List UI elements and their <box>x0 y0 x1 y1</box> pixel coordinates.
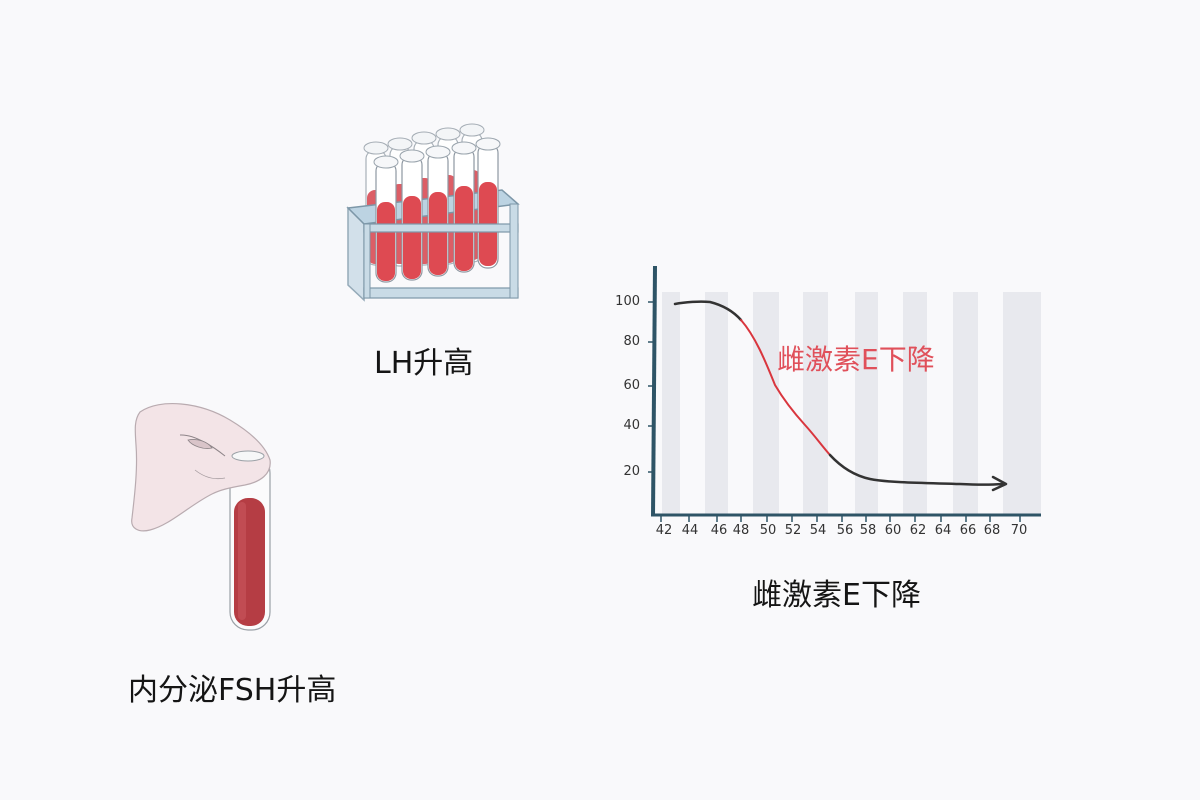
test-tube-rack-icon <box>346 123 520 302</box>
hand-holding-test-tube-illustration <box>120 390 290 640</box>
x-tick-label: 44 <box>681 523 699 538</box>
x-tick-label: 66 <box>959 523 977 538</box>
test-tube-rack-illustration <box>340 120 530 310</box>
x-tick-label: 62 <box>909 523 927 538</box>
lh-caption: LH升高 <box>374 346 474 381</box>
x-tick-label: 42 <box>655 523 673 538</box>
chart-band <box>855 292 878 514</box>
x-tick-label: 56 <box>836 523 854 538</box>
x-tick-label: 70 <box>1010 523 1028 538</box>
chart-band <box>753 292 779 514</box>
hand-test-tube-icon <box>131 402 271 631</box>
chart-band <box>1003 292 1041 514</box>
x-tick-label: 60 <box>884 523 902 538</box>
x-tick-label: 58 <box>859 523 877 538</box>
x-tick-label: 46 <box>710 523 728 538</box>
y-tick-label: 100 <box>615 294 640 309</box>
estrogen-caption: 雌激素E下降 <box>752 578 921 613</box>
fsh-caption: 内分泌FSH升高 <box>128 673 337 708</box>
chart-annotation: 雌激素E下降 <box>777 343 935 376</box>
x-tick-label: 54 <box>809 523 827 538</box>
y-tick-label: 20 <box>623 464 640 479</box>
chart-band <box>953 292 978 514</box>
x-tick-label: 64 <box>934 523 952 538</box>
x-tick-label: 52 <box>784 523 802 538</box>
arrow-head-icon <box>991 475 1008 492</box>
x-tick-label: 48 <box>732 523 750 538</box>
chart-band <box>803 292 828 514</box>
y-tick-label: 80 <box>623 334 640 349</box>
y-tick-label: 40 <box>623 418 640 433</box>
y-axis <box>651 265 657 517</box>
chart-band <box>662 292 680 514</box>
y-tick-label: 60 <box>623 378 640 393</box>
x-tick-label: 50 <box>759 523 777 538</box>
chart-band <box>705 292 728 514</box>
x-tick-label: 68 <box>983 523 1001 538</box>
chart-band <box>903 292 927 514</box>
